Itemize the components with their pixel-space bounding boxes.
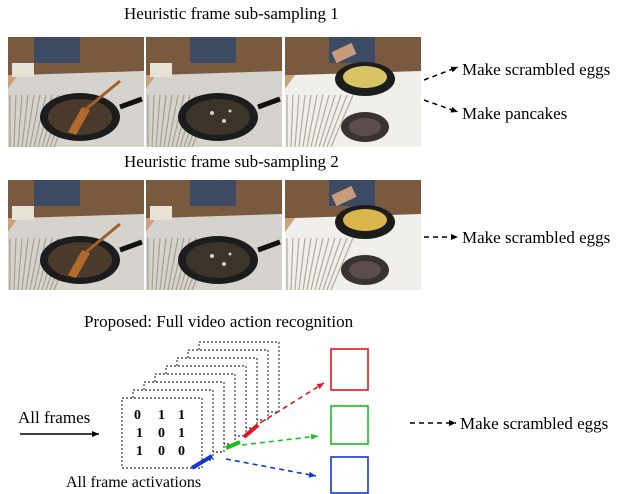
- green-output-box: [330, 405, 369, 445]
- svg-text:1: 1: [158, 408, 165, 423]
- video-frame-1-3: [285, 37, 421, 147]
- svg-text:0: 0: [178, 444, 185, 459]
- section1-title: Heuristic frame sub-sampling 1: [124, 4, 339, 23]
- red-output-box: [330, 348, 369, 391]
- activation-matrix: 0 1 1 1 0 1 1 0 0: [134, 408, 185, 459]
- video-frame-2-3: [285, 180, 421, 290]
- activation-page: [121, 397, 203, 469]
- activation-stack: [121, 341, 280, 469]
- svg-text:1: 1: [178, 426, 185, 441]
- green-arrow: [241, 433, 319, 446]
- blue-arrow: [225, 458, 317, 478]
- svg-text:0: 0: [134, 408, 141, 423]
- video-frame-2-1: [8, 180, 144, 290]
- blue-activation-stroke: [190, 454, 214, 470]
- green-activation-stroke: [225, 440, 241, 450]
- row2-label-1: Make scrambled eggs: [462, 228, 611, 247]
- arrow-row1-eggs: [423, 66, 459, 81]
- activations-caption: All frame activations: [66, 474, 202, 491]
- all-frames-label: All frames: [18, 408, 91, 427]
- video-frame-1-1: [8, 37, 144, 147]
- section3-title: Proposed: Full video action recognition: [84, 312, 354, 331]
- section2-title: Heuristic frame sub-sampling 2: [124, 152, 339, 171]
- row1-label-1: Make scrambled eggs: [462, 60, 611, 79]
- red-arrow: [259, 382, 325, 424]
- svg-text:0: 0: [158, 426, 165, 441]
- blue-output-box: [330, 456, 369, 494]
- row3-label: Make scrambled eggs: [460, 414, 609, 433]
- arrow-row1-pancakes: [423, 99, 459, 113]
- svg-text:1: 1: [136, 426, 143, 441]
- svg-text:1: 1: [178, 408, 185, 423]
- svg-text:1: 1: [136, 444, 143, 459]
- red-activation-stroke: [242, 423, 260, 439]
- svg-text:0: 0: [158, 444, 165, 459]
- video-frame-1-2: [146, 37, 282, 147]
- video-frame-2-2: [146, 180, 282, 290]
- row1-label-2: Make pancakes: [462, 104, 568, 123]
